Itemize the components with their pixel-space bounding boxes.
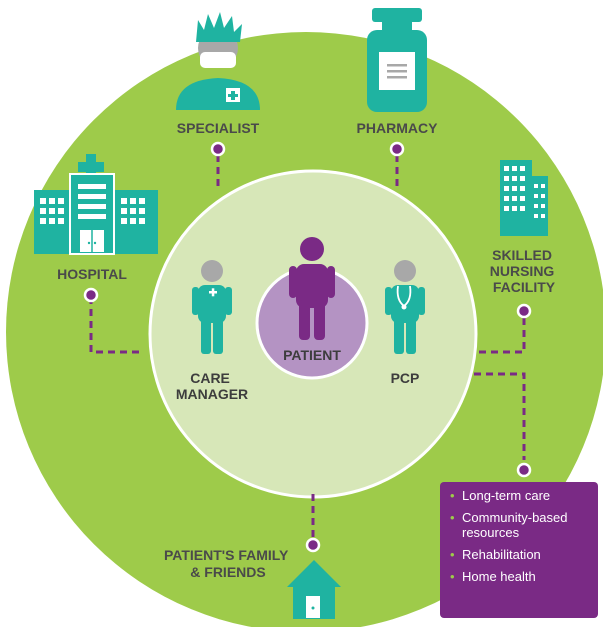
care-manager-person-icon (192, 260, 232, 354)
specialist-icon (176, 12, 260, 110)
pharmacy-icon (367, 8, 427, 112)
skilled-nursing-icon (500, 160, 548, 236)
pharmacy-label: PHARMACY (357, 120, 439, 136)
services-box: Long-term care Community-based resources… (440, 482, 598, 618)
service-item: Home health (450, 569, 598, 584)
house-icon (287, 560, 341, 619)
pcp-label: PCP (391, 370, 420, 386)
snf-label: SKILLED NURSING FACILITY (490, 247, 558, 295)
hospital-label: HOSPITAL (57, 266, 127, 282)
patient-label: PATIENT (283, 347, 341, 363)
service-item: Rehabilitation (450, 547, 598, 562)
service-item: Community-based resources (450, 510, 598, 540)
connector-dots (83, 141, 532, 553)
care-manager-label: CARE MANAGER (176, 370, 248, 402)
hospital-icon (34, 154, 158, 255)
family-label: PATIENT'S FAMILY & FRIENDS (164, 547, 292, 580)
connector-lines (89, 155, 526, 540)
specialist-label: SPECIALIST (177, 120, 260, 136)
patient-person-icon (289, 237, 335, 340)
service-item: Long-term care (450, 488, 598, 503)
services-list: Long-term care Community-based resources… (440, 482, 598, 584)
pcp-person-icon (385, 260, 425, 354)
